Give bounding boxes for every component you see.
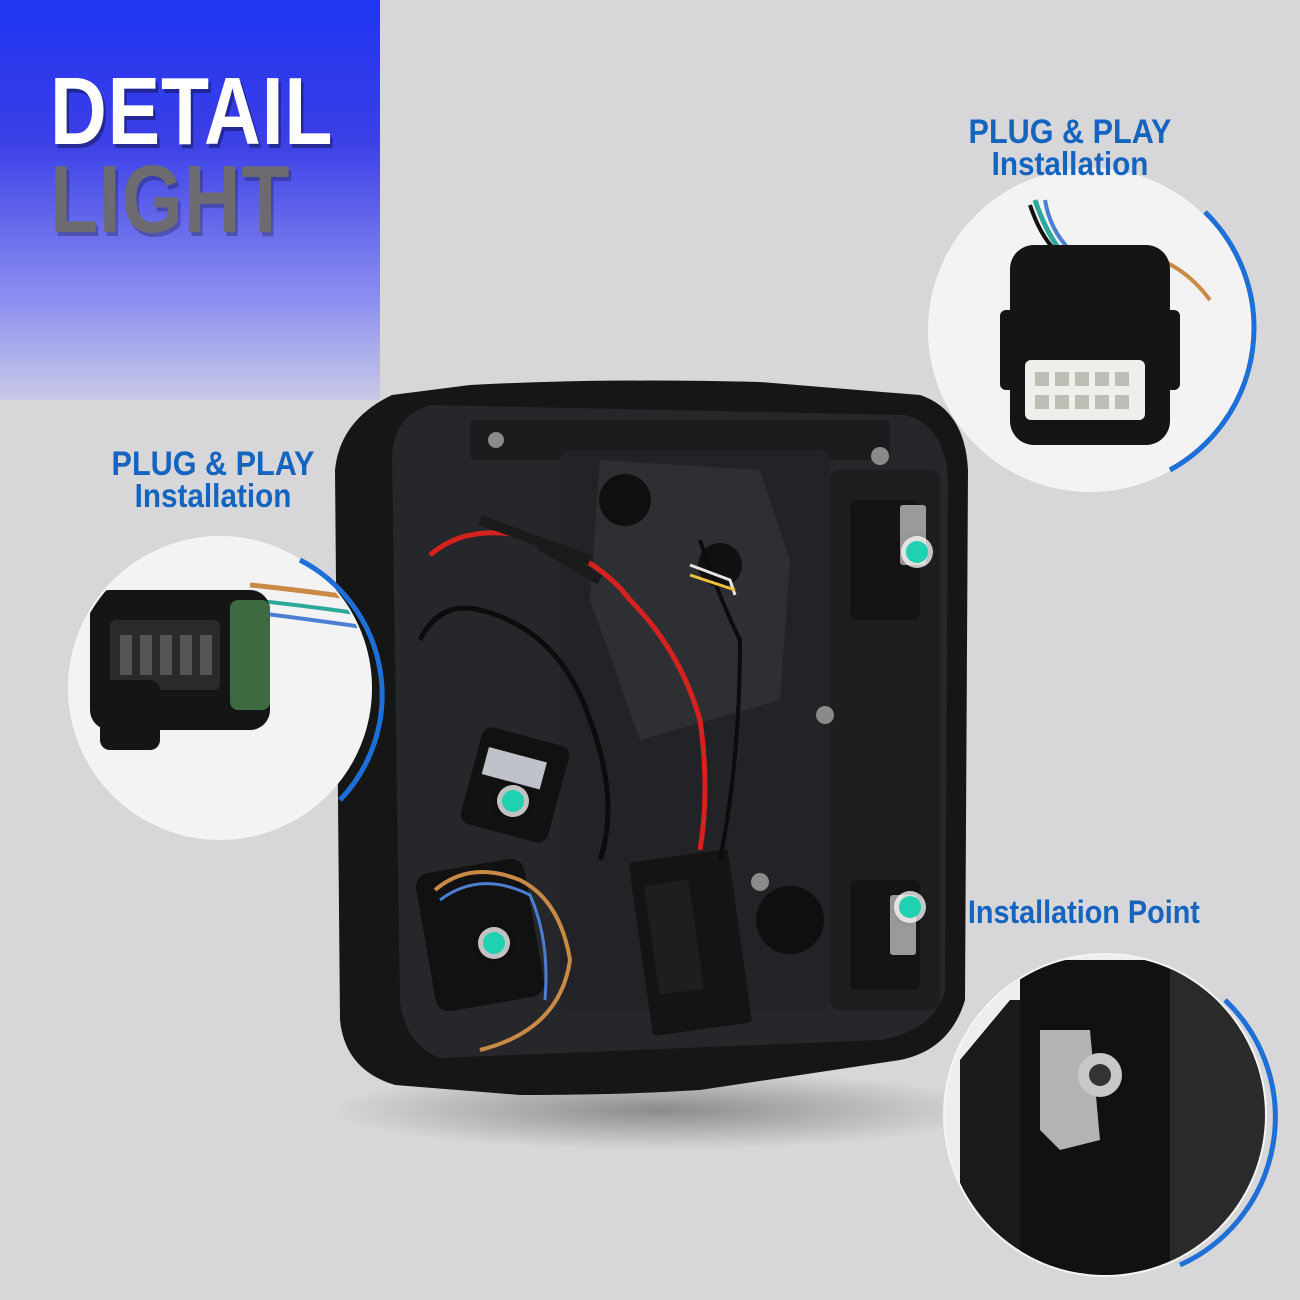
connector-closeup-top-right [928, 168, 1257, 492]
corner-gradient-panel [0, 0, 380, 400]
callout-plug-play-left: PLUG & PLAY Installation [101, 445, 326, 514]
marker-connector-mid [502, 790, 524, 812]
callout-subheading: Installation [134, 477, 292, 514]
badge-line-light: LIGHT [50, 146, 291, 253]
marker-install-point [899, 896, 921, 918]
callout-subheading: Installation [991, 145, 1149, 182]
badge-line-detail: DETAIL [50, 58, 334, 165]
callout-heading: PLUG & PLAY [111, 445, 315, 483]
callout-heading: PLUG & PLAY [968, 113, 1172, 151]
marker-plug-right [906, 541, 928, 563]
marker-connector-left [483, 932, 505, 954]
callout-plug-play-top-right: PLUG & PLAY Installation [958, 113, 1183, 182]
connector-closeup-left [68, 536, 385, 840]
mount-closeup-bottom-right [943, 953, 1278, 1277]
tail-light-housing [330, 380, 990, 1150]
callout-installation-point: Installation Point [967, 894, 1200, 930]
detail-light-badge: DETAIL LIGHT [50, 58, 334, 253]
